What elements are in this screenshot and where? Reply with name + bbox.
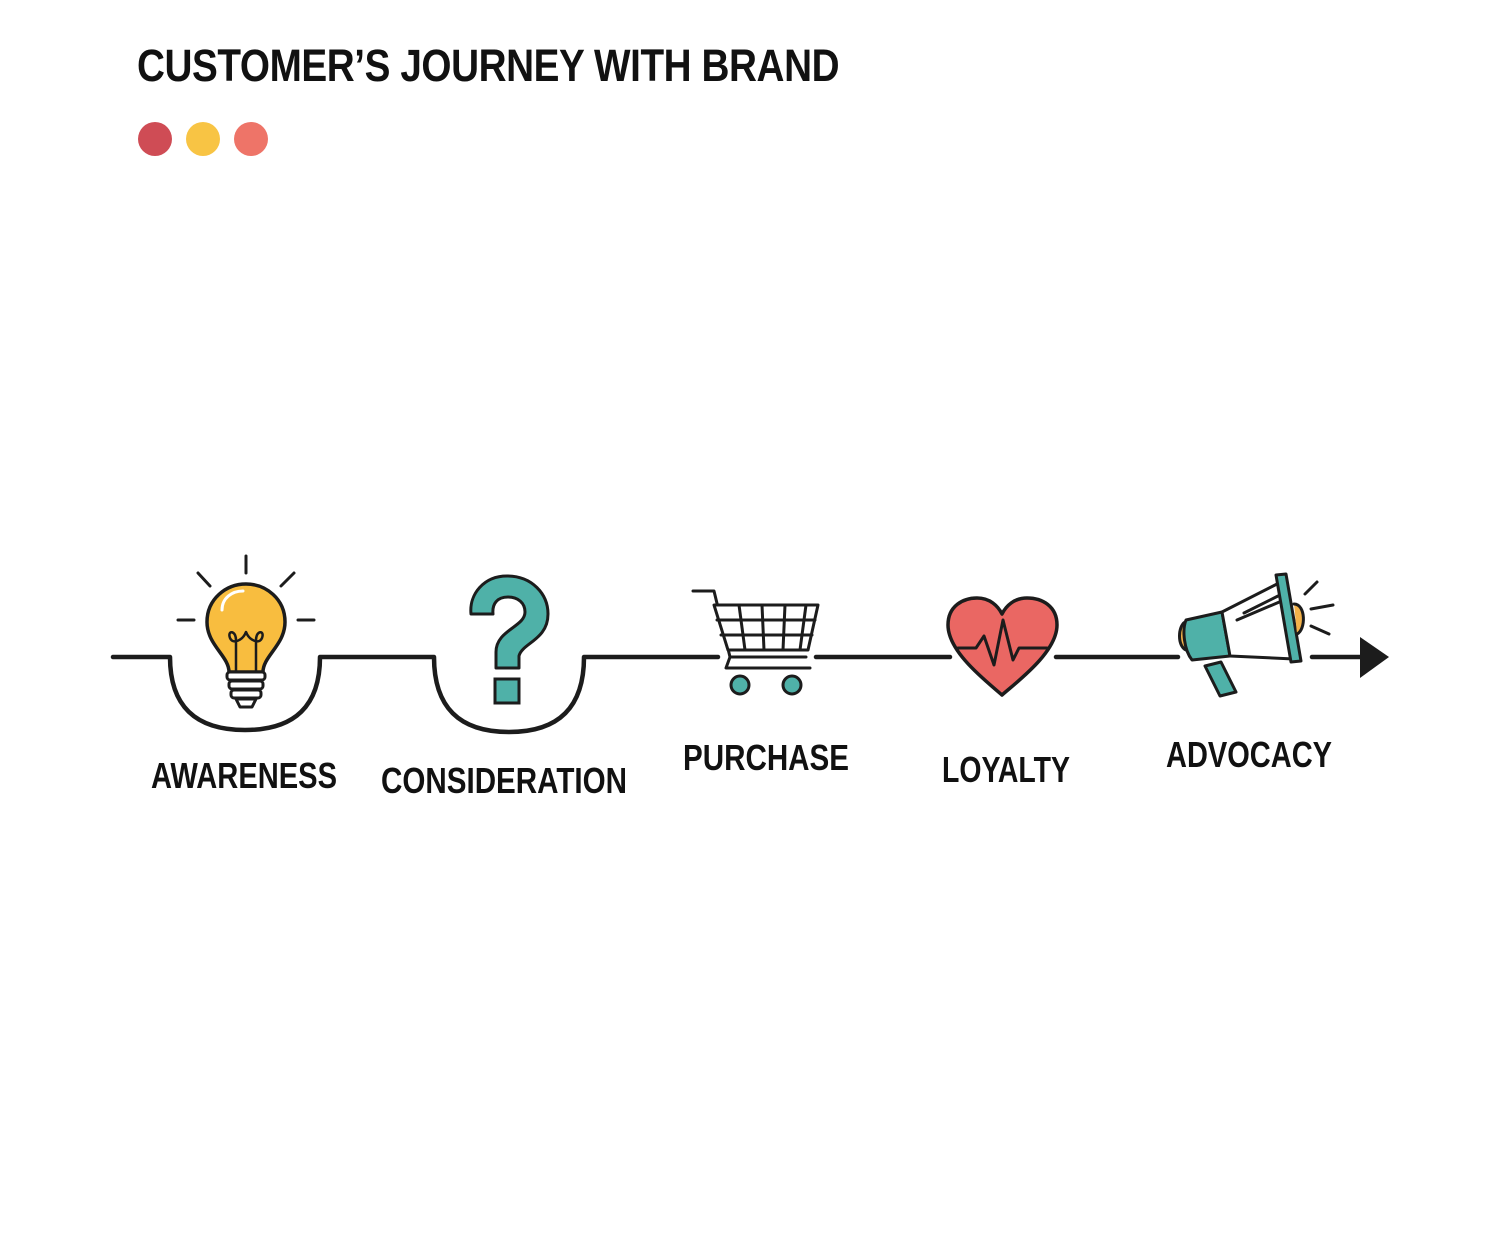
stage-label-purchase: PURCHASE — [683, 737, 849, 778]
stage-label-advocacy: ADVOCACY — [1166, 734, 1332, 775]
stage-label-consideration: CONSIDERATION — [381, 760, 627, 801]
megaphone-icon — [1178, 572, 1335, 698]
heart-pulse-icon — [946, 596, 1059, 697]
shopping-cart-icon — [691, 589, 820, 696]
page-title: CUSTOMER’S JOURNEY WITH BRAND — [137, 40, 840, 91]
lightbulb-icon — [176, 554, 316, 709]
arrow-head-icon — [1360, 637, 1389, 678]
stage-label-loyalty: LOYALTY — [942, 749, 1070, 790]
dot-salmon — [234, 122, 268, 156]
dot-yellow — [186, 122, 220, 156]
decorative-dots — [138, 122, 268, 156]
question-mark-icon — [469, 574, 550, 705]
journey-line — [110, 654, 1365, 735]
dot-red — [138, 122, 172, 156]
stage-label-awareness: AWARENESS — [151, 755, 337, 796]
